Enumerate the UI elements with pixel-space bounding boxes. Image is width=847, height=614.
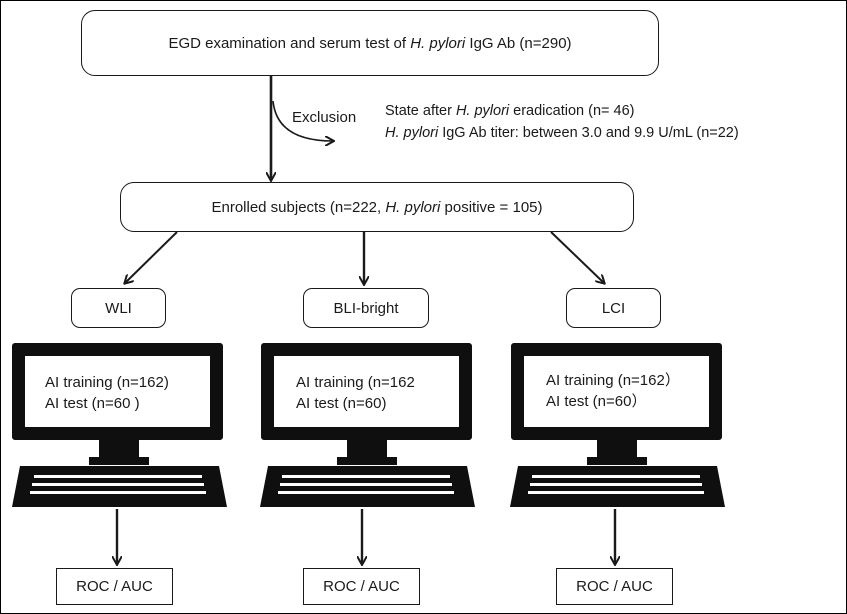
monitor-stand-wli [99, 439, 139, 459]
mode-box-bli-bright: BLI-bright [303, 288, 429, 328]
arrow-to-lci [550, 231, 604, 283]
enrolled-subjects-text: Enrolled subjects (n=222, H. pylori posi… [211, 198, 543, 216]
mode-box-wli: WLI [71, 288, 166, 328]
monitor-stand-bli-bright [347, 439, 387, 459]
ai-test-label-lci: AI test (n=60） [546, 393, 647, 410]
result-box-lci: ROC / AUC [556, 568, 673, 605]
result-box-wli: ROC / AUC [56, 568, 173, 605]
monitor-base-wli [89, 457, 149, 465]
enrolled-subjects-box: Enrolled subjects (n=222, H. pylori posi… [120, 182, 634, 232]
ai-training-label-wli: AI training (n=162) [45, 374, 169, 391]
exclusion-curve-arrow [272, 100, 333, 141]
result-box-bli-bright: ROC / AUC [303, 568, 420, 605]
monitor-bli-bright-text: AI training (n=162 AI test (n=60) [296, 372, 415, 414]
arrow-to-wli [125, 231, 178, 283]
mode-box-lci: LCI [566, 288, 661, 328]
keyboard-bli-bright [260, 466, 475, 507]
monitor-lci: AI training (n=162） AI test (n=60） [511, 343, 722, 440]
ai-training-label-lci: AI training (n=162） [546, 372, 680, 389]
ai-training-label-bli-bright: AI training (n=162 [296, 374, 415, 391]
keyboard-wli [12, 466, 227, 507]
ai-test-label-bli-bright: AI test (n=60) [296, 395, 387, 412]
monitor-bli-bright: AI training (n=162 AI test (n=60) [261, 343, 472, 440]
exclusion-criteria-1: State after H. pylori eradication (n= 46… [385, 103, 635, 119]
monitor-stand-lci [597, 439, 637, 459]
monitor-base-bli-bright [337, 457, 397, 465]
exclusion-criteria-2: H. pylori IgG Ab titer: between 3.0 and … [385, 125, 739, 141]
monitor-lci-text: AI training (n=162） AI test (n=60） [546, 370, 680, 412]
egd-exam-text: EGD examination and serum test of H. pyl… [168, 34, 572, 52]
egd-exam-box: EGD examination and serum test of H. pyl… [81, 10, 659, 76]
monitor-base-lci [587, 457, 647, 465]
keyboard-lci [510, 466, 725, 507]
monitor-wli: AI training (n=162) AI test (n=60 ) [12, 343, 223, 440]
monitor-wli-text: AI training (n=162) AI test (n=60 ) [45, 372, 169, 414]
ai-test-label-wli: AI test (n=60 ) [45, 395, 140, 412]
exclusion-label: Exclusion [292, 109, 357, 126]
